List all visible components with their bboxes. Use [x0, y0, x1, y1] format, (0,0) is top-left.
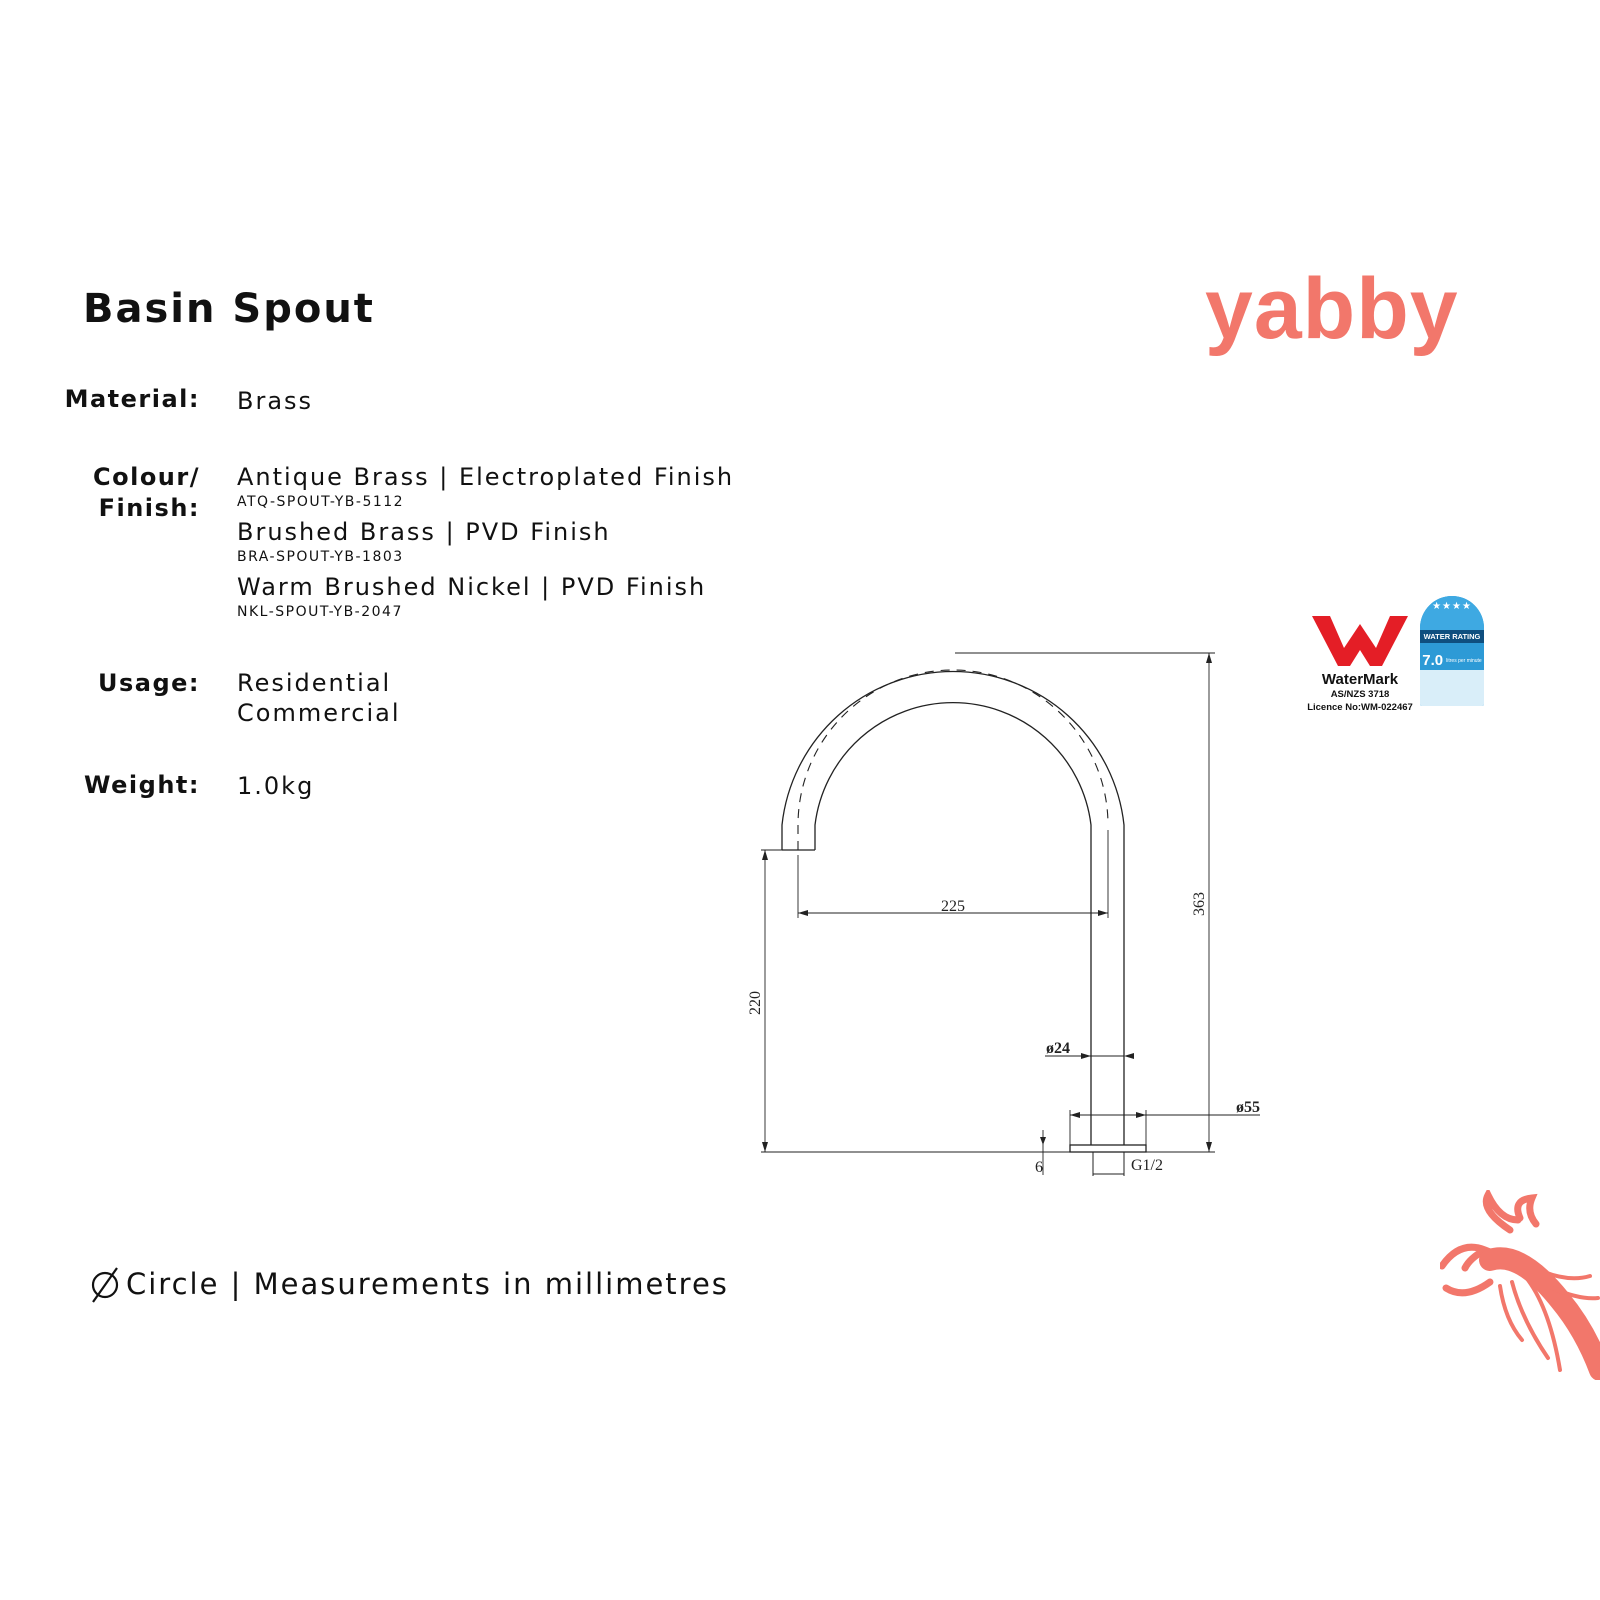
finish-option-code: BRA-SPOUT-YB-1803: [237, 549, 404, 565]
outlet-height-label: 220: [747, 991, 764, 1015]
measurement-note-text: Circle | Measurements in millimetres: [126, 1267, 729, 1301]
finish-option-code: NKL-SPOUT-YB-2047: [237, 604, 403, 620]
watermark-name: WaterMark: [1321, 671, 1399, 688]
material-value: Brass: [237, 387, 314, 415]
spout-outline: [781, 670, 1125, 1145]
measurement-note: Circle | Measurements in millimetres: [88, 1264, 729, 1304]
usage-label: Usage:: [97, 669, 200, 697]
weight-value: 1.0kg: [237, 772, 315, 800]
spout-technical-drawing: 225 363 220 ø24 ø55 6 G1/2: [747, 652, 1260, 1176]
thread-label: G1/2: [1131, 1157, 1163, 1174]
usage-value: Commercial: [237, 699, 401, 727]
brand-logo: yabby: [1205, 261, 1459, 357]
base-flange: [1069, 1144, 1147, 1153]
weight-label: Weight:: [84, 771, 200, 799]
watermark-licence: Licence No:WM-022467: [1307, 702, 1413, 713]
water-rating-label: ★★★★ WATER RATING 7.0 litres per minute: [1420, 596, 1484, 706]
rating-licence-area: [1420, 670, 1484, 706]
base-diameter-label: ø55: [1236, 1099, 1260, 1116]
watermark-standard: AS/NZS 3718: [1330, 689, 1390, 700]
finish-label-line1: Colour/: [92, 463, 200, 491]
finish-option-name: Brushed Brass | PVD Finish: [237, 518, 611, 546]
base-thickness-label: 6: [1035, 1159, 1043, 1176]
total-height-label: 363: [1191, 892, 1208, 916]
water-rating-heading: WATER RATING: [1420, 630, 1484, 643]
finish-option-code: ATQ-SPOUT-YB-5112: [237, 494, 405, 510]
watermark-logo-icon: [1312, 616, 1408, 666]
water-rating-unit: litres per minute: [1446, 657, 1482, 664]
spout-inner-outline: [814, 701, 1092, 1145]
finish-option-name: Warm Brushed Nickel | PVD Finish: [237, 573, 707, 601]
usage-value: Residential: [237, 669, 392, 697]
product-title: Basin Spout: [83, 286, 375, 332]
spout-centerline: [797, 669, 1109, 850]
watermark-badge: WaterMark AS/NZS 3718 Licence No:WM-0224…: [1300, 614, 1420, 714]
water-rating-value: 7.0: [1422, 652, 1444, 669]
finish-option-name: Antique Brass | Electroplated Finish: [237, 463, 735, 491]
material-label: Material:: [64, 385, 200, 413]
diameter-icon: [91, 1267, 119, 1303]
pipe-diameter-label: ø24: [1046, 1040, 1070, 1057]
finish-label-line2: Finish:: [98, 494, 200, 522]
reach-label: 225: [941, 898, 965, 915]
water-rating-value-row: 7.0 litres per minute: [1420, 649, 1484, 670]
rating-stars-icon: ★★★★: [1420, 596, 1484, 630]
lobster-icon: [1440, 1190, 1600, 1380]
